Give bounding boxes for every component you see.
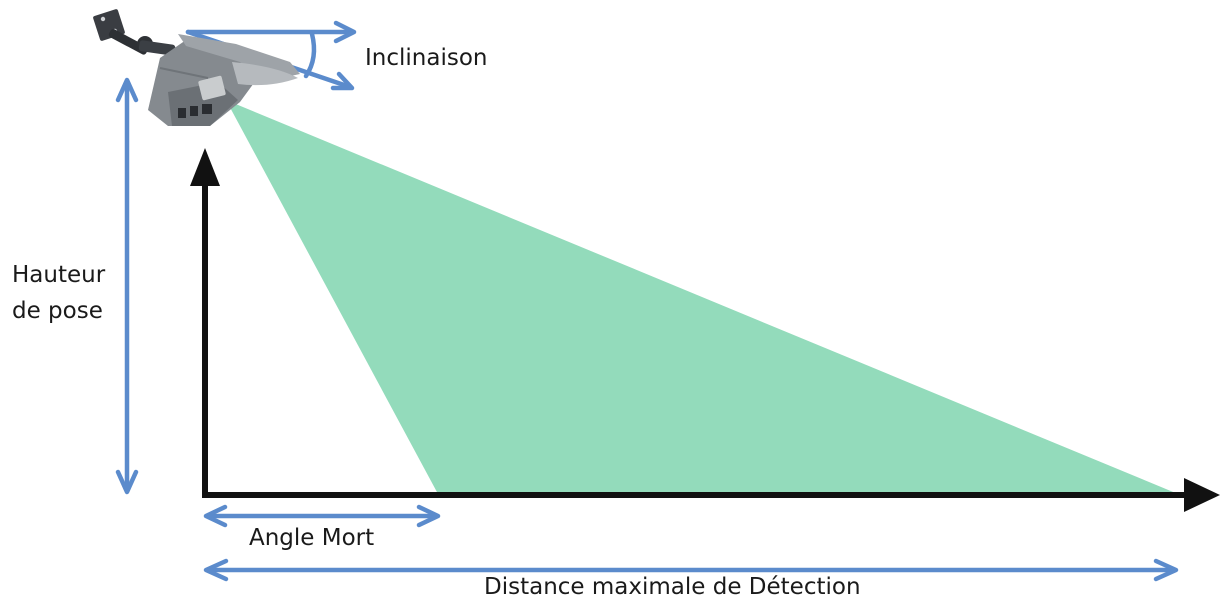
vertical-axis-arrowhead [190,148,220,186]
axes [202,175,1198,498]
dead-zone-arrow [203,504,441,528]
height-label-line2: de pose [12,298,103,324]
height-arrow [115,77,139,495]
height-label-line1: Hauteur [12,262,106,288]
max-distance-arrow [203,558,1179,582]
max-distance-label: Distance maximale de Détection [484,574,861,600]
wall-bracket-icon [93,9,176,56]
motion-sensor-icon [148,34,300,126]
tilt-label: Inclinaison [365,45,487,71]
horizontal-axis-arrowhead [1184,478,1220,512]
detection-zone [226,100,1178,494]
dead-zone-label: Angle Mort [249,525,374,551]
